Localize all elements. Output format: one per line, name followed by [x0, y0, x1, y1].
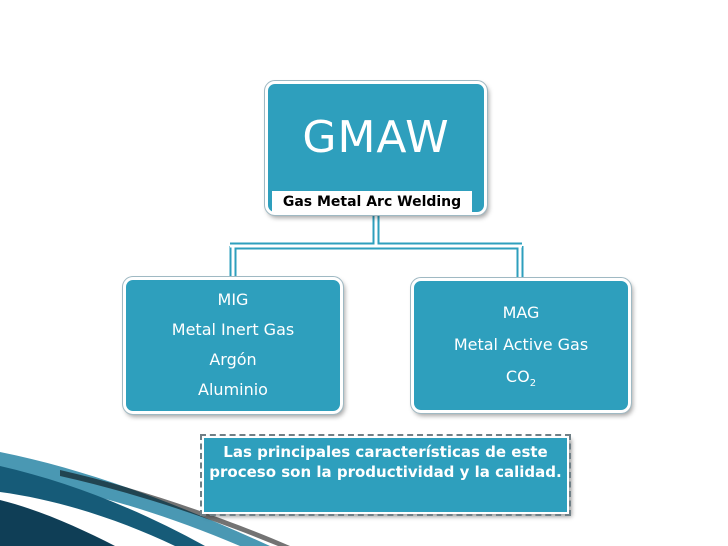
formula-base: CO	[505, 367, 530, 386]
child-node-mig: MIG Metal Inert Gas Argón Aluminio	[122, 276, 344, 415]
node-line: Metal Inert Gas	[171, 320, 295, 339]
node-line: Aluminio	[198, 380, 268, 399]
node-line: Argón	[209, 350, 257, 369]
node-line: MAG	[502, 303, 540, 322]
root-subtitle: Gas Metal Arc Welding	[272, 191, 472, 213]
formula-line: CO2	[414, 367, 628, 394]
root-node: GMAW Gas Metal Arc Welding	[264, 80, 488, 216]
note-box: Las principales características de este …	[200, 434, 571, 516]
formula-subscript: 2	[529, 378, 537, 390]
root-title: GMAW	[302, 112, 450, 163]
node-line: Metal Active Gas	[453, 335, 589, 354]
child-node-mag: MAG Metal Active Gas CO2	[410, 277, 632, 414]
node-line: MIG	[217, 290, 249, 309]
